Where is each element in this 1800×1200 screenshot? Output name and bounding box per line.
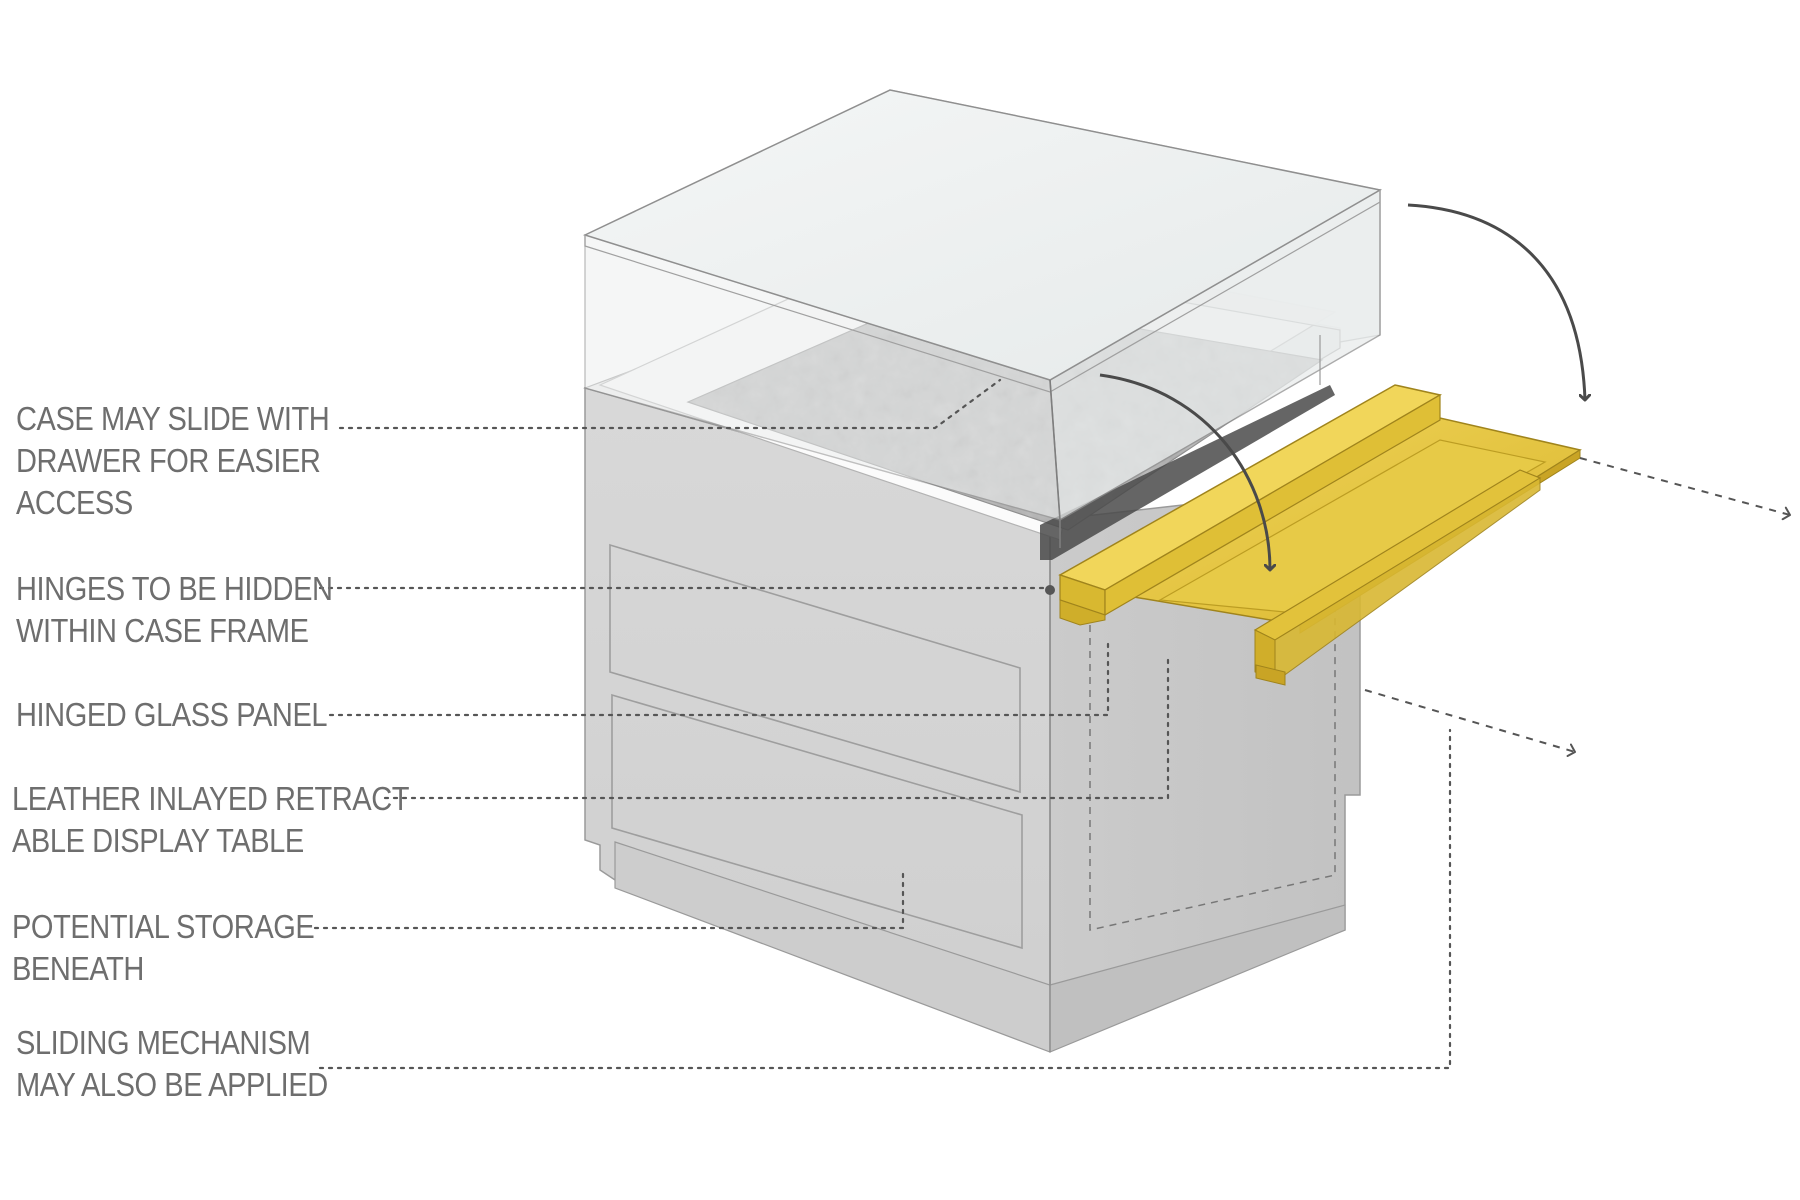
drawer-slide-arrow: [1364, 689, 1576, 758]
label-sliding: SLIDING MECHANISM MAY ALSO BE APPLIED: [16, 1024, 328, 1103]
label-hinges-hidden: HINGES TO BE HIDDEN WITHIN CASE FRAME: [16, 570, 333, 649]
brass-inlay: [1158, 439, 1547, 613]
hinge-detail: [1045, 585, 1055, 595]
leader-storage: [313, 868, 905, 930]
lid-rotation-arrow: [1407, 203, 1585, 400]
motion-arrows: [1099, 203, 1791, 758]
panel-rotation-arrow: [1099, 373, 1270, 570]
glass-case: [582, 89, 1383, 548]
hinge-channel: [1040, 385, 1335, 560]
label-leather-table: LEATHER INLAYED RETRACT ABLE DISPLAY TAB…: [12, 780, 410, 859]
label-storage: POTENTIAL STORAGE BENEATH: [12, 908, 315, 987]
brass-display-table: [1058, 384, 1582, 686]
label-case-slide: CASE MAY SLIDE WITH DRAWER FOR EASIER AC…: [16, 400, 330, 521]
leader-hinged-glass: [328, 638, 1110, 717]
drawer-panel-lower: [611, 693, 1023, 950]
leader-case-slide: [338, 378, 1002, 430]
drawer-panel-upper: [609, 543, 1021, 794]
leader-lines: [313, 378, 1452, 1070]
label-hinged-glass: HINGED GLASS PANEL: [16, 696, 328, 733]
leader-leather-table: [383, 658, 1170, 800]
hidden-storage-outline: [1089, 575, 1336, 931]
table-slide-arrow: [1579, 457, 1791, 521]
